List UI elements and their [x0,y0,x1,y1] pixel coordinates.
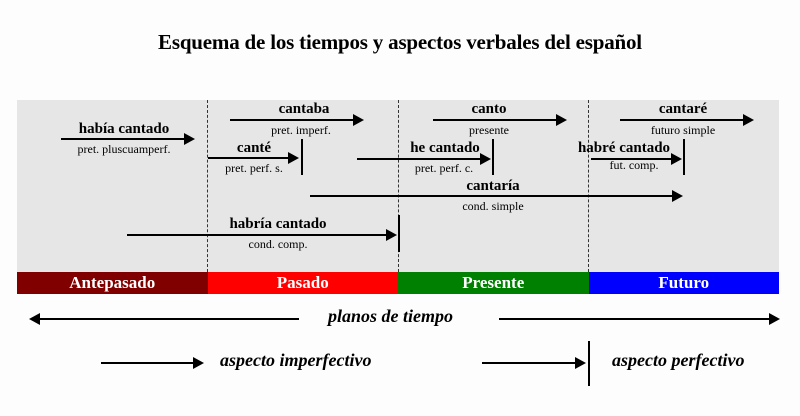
arrow-cante [208,152,299,164]
perfective-legend-bar [588,341,590,386]
imperfective-legend-label: aspecto imperfectivo [220,350,372,370]
arrow-habia-cantado [61,133,195,145]
tense-form-cantaba: cantaba [278,101,330,117]
plane-antepasado: Antepasado [17,272,208,294]
imperfective-legend-arrow [101,357,204,369]
tense-form-cantaria: cantaría [466,178,520,194]
diagram-title: Esquema de los tiempos y aspectos verbal… [158,30,642,54]
tense-name-cond-comp: cond. comp. [248,237,308,251]
perfective-legend-arrow [482,357,586,369]
divider-antepasado-pasado [207,100,208,272]
tense-form-habria-cantado: habría cantado [229,216,327,232]
arrow-he-cantado [357,153,491,165]
perfective-bar-habre-cantado [683,139,685,175]
tense-name-cond-simple: cond. simple [462,199,524,213]
arrow-habria-cantado [127,229,397,241]
tense-form-habre-cantado: habré cantado [577,140,671,156]
arrow-cantaba [230,114,364,126]
arrow-habre-cantado [591,153,682,165]
arrow-canto [433,114,567,126]
perfective-bar-he-cantado [492,139,494,175]
tense-form-canto: canto [471,101,507,117]
arrow-cantaria [310,190,683,202]
time-planes-bar: Antepasado Pasado Presente Futuro [17,272,779,294]
tense-name-pluscuamperf: pret. pluscuamperf. [77,142,171,156]
planes-label: planos de tiempo [328,306,453,326]
planes-arrow-right [499,313,780,325]
divider-pasado-presente [398,100,399,272]
perfective-bar-cante [301,139,303,175]
plane-futuro: Futuro [588,272,779,294]
tense-name-fut-comp: fut. comp. [609,158,659,172]
tense-name-presente: presente [469,123,509,137]
tense-form-cantare: cantaré [658,101,708,117]
divider-presente-futuro [588,100,589,272]
tense-form-he-cantado: he cantado [410,140,480,156]
tense-name-pret-perf-c: pret. perf. c. [414,161,474,175]
planes-arrow-left [29,313,299,325]
tense-name-futuro-simple: futuro simple [650,123,716,137]
plane-presente: Presente [398,272,589,294]
tense-name-pret-perf-s: pret. perf. s. [225,161,283,175]
tense-form-habia-cantado: había cantado [78,121,170,137]
plane-pasado: Pasado [207,272,398,294]
tense-form-cante: canté [236,140,272,156]
perfective-legend-label: aspecto perfectivo [612,350,745,370]
tense-name-pret-imperf: pret. imperf. [271,123,331,137]
arrow-cantare [620,114,754,126]
perfective-bar-habria-cantado [398,215,400,252]
